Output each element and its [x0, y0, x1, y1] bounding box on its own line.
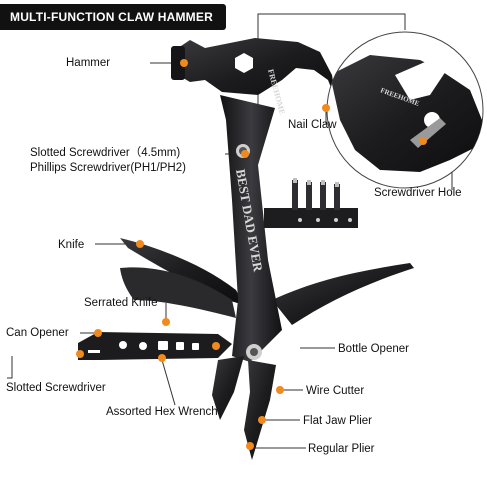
- label-slotted-screwdriver-bottom: Slotted Screwdriver: [6, 382, 106, 394]
- title-text: MULTI-FUNCTION CLAW HAMMER: [10, 10, 213, 24]
- hammer-head: [178, 38, 336, 100]
- label-phillips-screwdriver: Phillips Screwdriver(PH1/PH2): [30, 162, 186, 174]
- label-knife: Knife: [58, 239, 85, 251]
- label-hammer: Hammer: [66, 57, 111, 69]
- label-bottle-opener: Bottle Opener: [338, 343, 409, 355]
- hex-wrench-bar: [78, 332, 232, 360]
- label-wire-cutter: Wire Cutter: [306, 385, 365, 397]
- serrated-blade: [120, 267, 236, 318]
- label-flat-jaw-plier: Flat Jaw Plier: [303, 415, 373, 427]
- title-banner: MULTI-FUNCTION CLAW HAMMER: [0, 4, 226, 30]
- label-serrated-knife: Serrated Knife: [84, 297, 158, 309]
- label-assorted-hex-wrench: Assorted Hex Wrench: [106, 406, 218, 418]
- plier-jaw-left: [212, 356, 244, 420]
- label-nail-claw: Nail Claw: [288, 119, 337, 131]
- knife-blade: [120, 238, 244, 305]
- label-can-opener: Can Opener: [6, 327, 69, 339]
- hex-hole: [235, 53, 253, 73]
- side-blade-right: [272, 263, 414, 325]
- bit-holder: [264, 208, 358, 228]
- plier-jaw-right: [244, 360, 276, 460]
- accent-dots: [76, 59, 427, 450]
- label-regular-plier: Regular Plier: [308, 443, 375, 455]
- label-screwdriver-hole: Screwdriver Hole: [374, 187, 462, 199]
- tool-handle: [220, 95, 282, 362]
- label-slotted-screwdriver-top: Slotted Screwdriver（4.5mm): [30, 147, 181, 159]
- hammer-face: [171, 46, 185, 80]
- leader-lines: [7, 13, 453, 449]
